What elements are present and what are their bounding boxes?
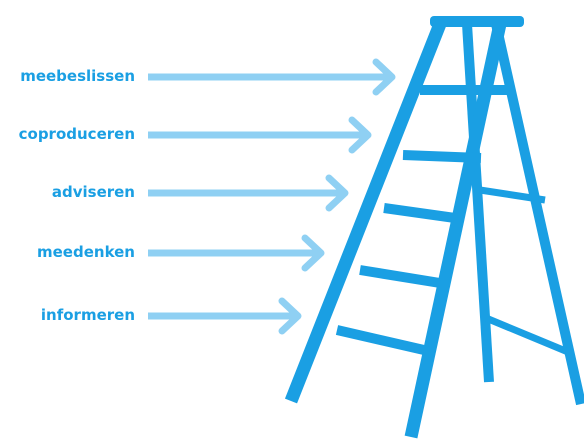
arrow-head bbox=[372, 58, 396, 96]
step-label-meedenken: meedenken bbox=[37, 243, 135, 261]
step-label-coproduceren: coproduceren bbox=[18, 125, 135, 143]
ladder-rung-2 bbox=[402, 150, 482, 163]
ladder bbox=[284, 16, 584, 439]
arrow-head bbox=[325, 174, 349, 212]
arrow-meebeslissen bbox=[148, 58, 396, 96]
step-label-informeren: informeren bbox=[40, 306, 135, 324]
step-label-adviseren: adviseren bbox=[51, 183, 135, 201]
arrow-informeren bbox=[148, 297, 302, 335]
ladder-back-brace bbox=[479, 186, 546, 204]
ladder-rung-3 bbox=[383, 203, 456, 223]
arrow-meedenken bbox=[148, 234, 325, 272]
ladder-back-brace-lower bbox=[484, 314, 570, 356]
ladder-front-leg-left bbox=[284, 21, 447, 404]
ladder-top-cap bbox=[430, 16, 524, 27]
arrow-head bbox=[301, 234, 325, 272]
ladder-rung-5 bbox=[335, 325, 426, 355]
ladder-back-leg-inner bbox=[462, 23, 494, 383]
arrow-head bbox=[278, 297, 302, 335]
ladder-rung-4 bbox=[359, 265, 441, 288]
arrow-coproduceren bbox=[148, 116, 372, 154]
arrow-head bbox=[348, 116, 372, 154]
ladder-back-leg bbox=[491, 22, 584, 406]
step-label-meebeslissen: meebeslissen bbox=[20, 67, 135, 85]
arrows bbox=[148, 58, 396, 335]
arrow-adviseren bbox=[148, 174, 349, 212]
